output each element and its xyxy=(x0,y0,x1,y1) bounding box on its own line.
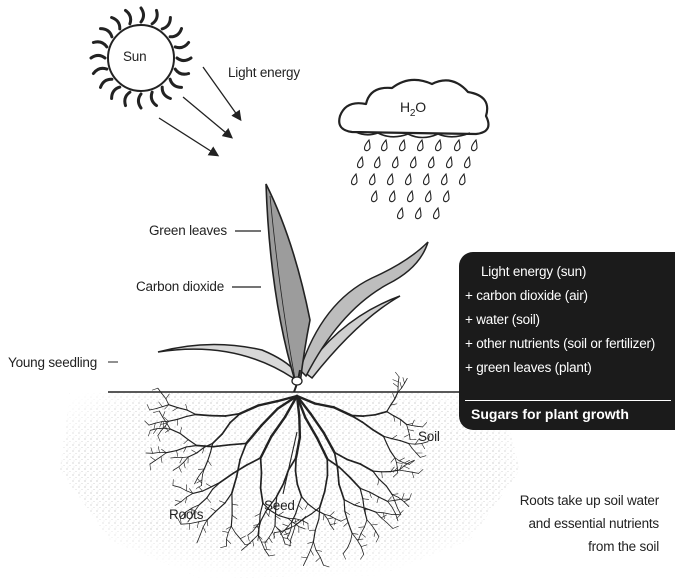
green-leaves-label: Green leaves xyxy=(149,224,227,238)
raindrop xyxy=(406,174,412,185)
equation-line-2: + carbon dioxide (air) xyxy=(465,288,588,303)
root-segment xyxy=(299,417,300,438)
sun-ray xyxy=(175,43,188,48)
root-hair xyxy=(393,383,398,387)
root-segment xyxy=(196,415,211,416)
equation-divider xyxy=(465,400,671,401)
sun-ray xyxy=(177,58,191,61)
photosynthesis-equation-box: Light energy (sun) + carbon dioxide (air… xyxy=(459,252,675,430)
carbon-dioxide-label: Carbon dioxide xyxy=(136,280,224,294)
equation-line-1: Light energy (sun) xyxy=(481,264,586,279)
root-segment xyxy=(402,383,405,388)
raindrop xyxy=(465,157,471,168)
leaf-central xyxy=(266,184,310,384)
root-hair xyxy=(395,372,399,377)
raindrop xyxy=(408,191,414,202)
sun-ray xyxy=(91,55,105,58)
soil-area xyxy=(60,392,520,578)
equation-line-3: + water (soil) xyxy=(465,312,540,327)
h2o-h: H xyxy=(400,99,410,115)
raindrop xyxy=(352,174,358,185)
sun-ray xyxy=(112,87,120,98)
h2o-label: H2O xyxy=(400,100,426,119)
sun-ray xyxy=(93,68,106,73)
root-hair xyxy=(393,380,399,382)
sun-ray xyxy=(170,79,181,87)
sun-ray xyxy=(162,18,170,29)
raindrop xyxy=(455,140,461,151)
root-segment xyxy=(373,471,382,472)
sun-ray xyxy=(151,92,156,105)
h2o-o: O xyxy=(415,99,426,115)
sun-ray xyxy=(126,10,131,23)
root-segment xyxy=(182,457,188,458)
roots-note: Roots take up soil water and essential n… xyxy=(520,489,659,558)
sun-ray xyxy=(141,8,144,22)
sun-ray xyxy=(93,42,106,47)
root-segment xyxy=(405,378,408,383)
roots-note-line-3: from the soil xyxy=(520,535,659,558)
sun-ray xyxy=(152,10,157,23)
raindrop xyxy=(400,140,406,151)
raindrop xyxy=(390,191,396,202)
raindrop xyxy=(375,157,381,168)
equation-result: Sugars for plant growth xyxy=(471,406,629,422)
root-segment xyxy=(261,458,262,473)
root-segment xyxy=(157,428,164,429)
raindrop xyxy=(426,191,432,202)
sun-ray xyxy=(138,94,141,108)
raindrop xyxy=(444,191,450,202)
raindrop xyxy=(472,140,478,151)
root-segment xyxy=(197,446,214,447)
raindrop xyxy=(358,157,364,168)
light-energy-label: Light energy xyxy=(228,66,300,80)
raindrop xyxy=(388,174,394,185)
sun-ray xyxy=(170,29,181,37)
raindrop xyxy=(372,191,378,202)
sun-ray xyxy=(101,79,112,87)
young-seedling-label: Young seedling xyxy=(8,356,97,370)
equation-line-4: + other nutrients (soil or fertilizer) xyxy=(465,336,655,351)
sun-ray xyxy=(101,29,112,37)
raindrop xyxy=(365,140,371,151)
raindrop xyxy=(442,174,448,185)
root-segment xyxy=(231,515,232,526)
light-arrow-3 xyxy=(159,118,217,155)
raindrop xyxy=(447,157,453,168)
sun-ray xyxy=(162,87,170,98)
root-segment xyxy=(261,473,262,488)
soil-label: Soil xyxy=(418,430,440,444)
seed-node xyxy=(292,377,302,385)
raindrop xyxy=(370,174,376,185)
root-hair xyxy=(403,378,405,384)
raindrop xyxy=(436,140,442,151)
sun-ray xyxy=(125,92,130,105)
raindrop xyxy=(434,208,440,219)
sun-ray xyxy=(112,18,120,29)
raindrops xyxy=(352,140,478,219)
leaf-lower-left xyxy=(158,344,296,378)
roots-note-line-2: and essential nutrients xyxy=(520,512,659,535)
roots-note-line-1: Roots take up soil water xyxy=(520,489,659,512)
raindrop xyxy=(398,208,404,219)
light-arrow-2 xyxy=(183,97,231,137)
seed-label: Seed xyxy=(264,499,295,513)
raindrop xyxy=(411,157,417,168)
raindrop xyxy=(382,140,388,151)
raindrop xyxy=(429,157,435,168)
root-segment xyxy=(344,500,345,512)
raindrop xyxy=(418,140,424,151)
sun-label: Sun xyxy=(123,50,146,64)
root-hair xyxy=(152,388,158,390)
root-segment xyxy=(398,377,399,382)
raindrop xyxy=(424,174,430,185)
raindrop xyxy=(393,157,399,168)
raindrop xyxy=(416,208,422,219)
sun-ray xyxy=(175,69,188,74)
root-hair xyxy=(400,382,402,388)
equation-line-5: + green leaves (plant) xyxy=(465,360,592,375)
roots-label: Roots xyxy=(169,508,203,522)
raindrop xyxy=(460,174,466,185)
